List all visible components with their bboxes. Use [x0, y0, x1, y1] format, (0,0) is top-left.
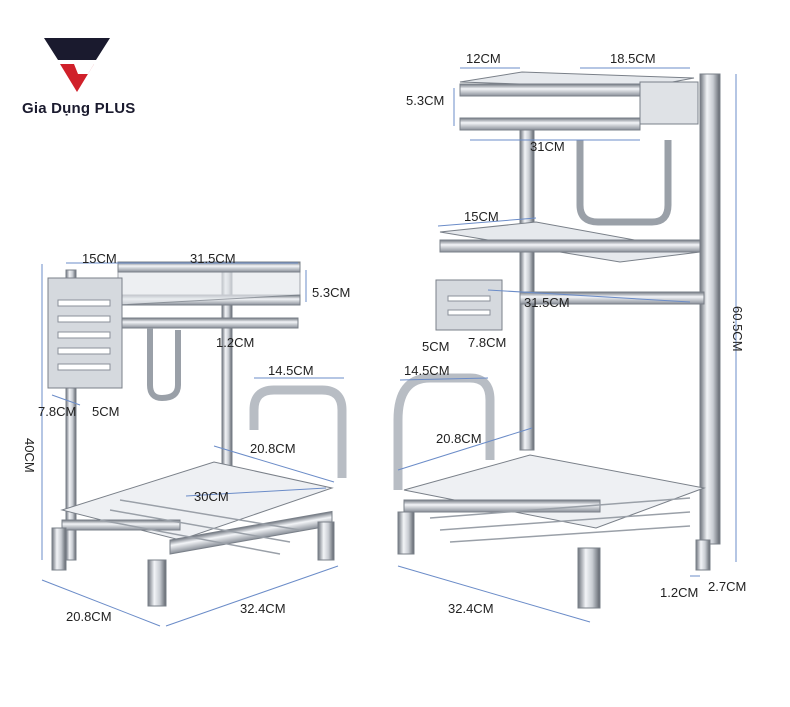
dim-left-holder-depth: 7.8CM [38, 404, 77, 419]
dim-right-base-width: 32.4CM [448, 601, 494, 616]
brand-name: Gia Dụng PLUS [22, 100, 136, 117]
dim-right-top-shelf-right: 18.5CM [610, 51, 656, 66]
dim-left-total-height: 40CM [22, 438, 37, 473]
dim-left-holder-width: 5CM [92, 404, 120, 419]
dim-right-frame-depth: 20.8CM [436, 431, 482, 446]
dim-right-foot-height: 2.7CM [708, 579, 747, 594]
dim-right-top-shelf-height: 5.3CM [406, 93, 445, 108]
dim-right-leg-thickness: 1.2CM [660, 585, 699, 600]
dim-left-top-shelf-right: 31.5CM [190, 251, 236, 266]
dim-left-frame-depth: 20.8CM [250, 441, 296, 456]
dim-left-bottom-inner-width: 30CM [194, 489, 229, 504]
dim-left-base-width: 32.4CM [240, 601, 286, 616]
dim-left-leg-thickness: 1.2CM [216, 335, 255, 350]
dim-right-holder-width: 5CM [422, 339, 450, 354]
dim-left-top-shelf-left: 15CM [82, 251, 117, 266]
dim-right-holder-depth: 7.8CM [468, 335, 507, 350]
left-rack [47, 261, 347, 607]
right-rack [393, 71, 721, 609]
dim-left-frame-width: 14.5CM [268, 363, 314, 378]
dim-left-base-depth: 20.8CM [66, 609, 112, 624]
dim-right-middle-shelf-width: 31.5CM [524, 295, 570, 310]
dim-right-frame-width: 14.5CM [404, 363, 450, 378]
brand-logo [44, 38, 110, 92]
dim-right-top-shelf-width: 31CM [530, 139, 565, 154]
dimension-lines [41, 67, 737, 627]
dim-right-middle-holder-width: 15CM [464, 209, 499, 224]
dim-right-top-shelf-left: 12CM [466, 51, 501, 66]
dim-left-top-shelf-height: 5.3CM [312, 285, 351, 300]
dim-right-total-height: 60.5CM [730, 306, 745, 352]
